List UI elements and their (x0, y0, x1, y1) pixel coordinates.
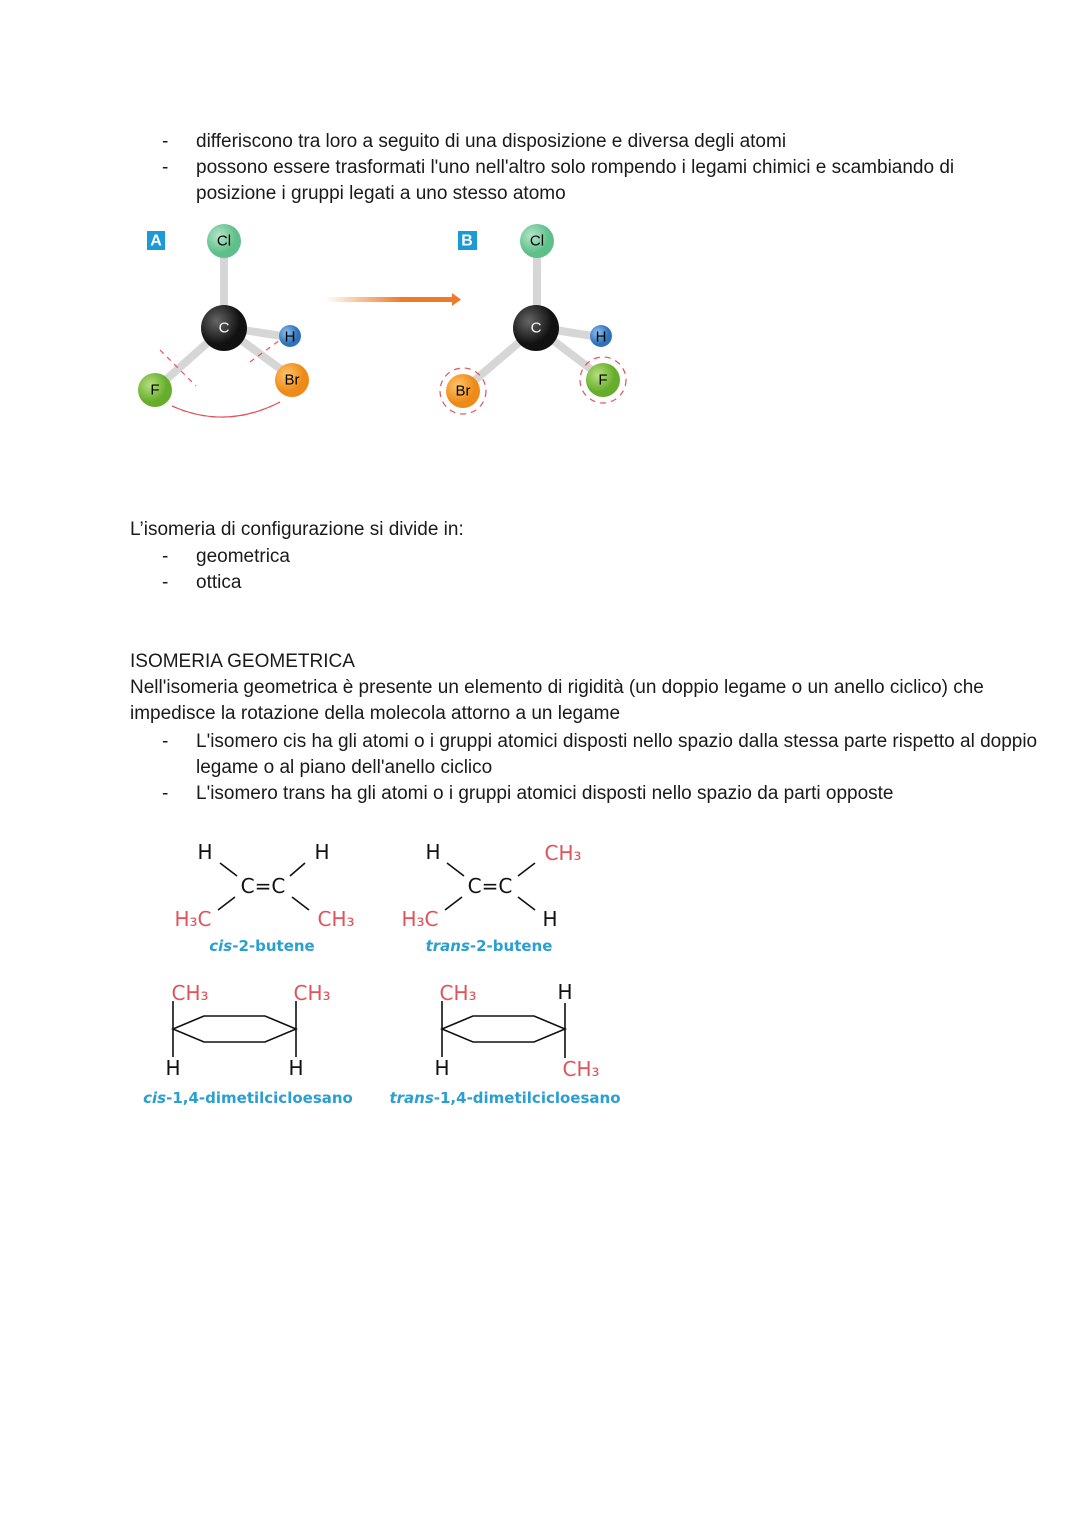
panel-b: B Cl C H F Br (439, 224, 627, 415)
bullet-dash: - (162, 131, 169, 152)
config-type-optical: ottica (196, 572, 242, 593)
atom-cl: Cl (530, 233, 544, 250)
caption: trans-2-butene (426, 937, 553, 955)
cis-2-butene: H H C=C H₃C CH₃ cis-2-butene (174, 840, 354, 955)
bullet-dash: - (162, 572, 169, 593)
cis-dimethylcyclohexane: CH₃ CH₃ H H cis-1,4-dimetilcicloesano (143, 981, 353, 1107)
substituent: H₃C (401, 907, 438, 931)
panel-a: A Cl C H Br F (138, 224, 309, 418)
section-heading: ISOMERIA GEOMETRICA (130, 651, 355, 672)
bullet-text: differiscono tra loro a seguito di una d… (196, 131, 787, 152)
paragraph-line: Nell'isomeria geometrica è presente un e… (130, 677, 984, 698)
atom-cl: Cl (217, 233, 231, 250)
panel-b-label: B (461, 233, 473, 250)
atom-c: C (219, 320, 230, 337)
atom-f: F (150, 382, 159, 399)
bullet-dash: - (162, 731, 169, 752)
substituent: H₃C (174, 907, 211, 931)
trans-2-butene: H CH₃ C=C H₃C H trans-2-butene (401, 840, 581, 955)
panel-a-badge (147, 231, 165, 250)
substituent: H (425, 840, 440, 864)
substituent: H (434, 1056, 449, 1080)
paragraph-line: impedisce la rotazione della molecola at… (130, 703, 621, 724)
trans-dimethylcyclohexane: CH₃ H H CH₃ trans-1,4-dimetilcicloesano (389, 980, 620, 1107)
substituent: CH₃ (544, 841, 581, 865)
atom-h: H (285, 329, 296, 346)
caption: cis-1,4-dimetilcicloesano (143, 1089, 353, 1107)
config-type-geometric: geometrica (196, 546, 290, 567)
atom-f: F (598, 372, 607, 389)
substituent: H (197, 840, 212, 864)
atom-h: H (596, 329, 607, 346)
substituent: CH₃ (171, 981, 208, 1005)
substituent: H (542, 907, 557, 931)
substituent: H (165, 1056, 180, 1080)
substituent: CH₃ (293, 981, 330, 1005)
bullet-dash: - (162, 546, 169, 567)
atom-c: C (531, 320, 542, 337)
atom-br: Br (285, 372, 300, 389)
cis-trans-figure: H H C=C H₃C CH₃ cis-2-butene H CH₃ C=C H… (143, 840, 620, 1107)
bullet-text-continued: posizione i gruppi legati a uno stesso a… (196, 183, 566, 204)
transform-arrow (325, 293, 461, 306)
double-bond: C=C (468, 874, 513, 898)
bullet-text-continued: legame o al piano dell'anello ciclico (196, 757, 493, 778)
config-intro: L’isomeria di configurazione si divide i… (130, 519, 464, 540)
substituent: H (314, 840, 329, 864)
bullet-dash: - (162, 783, 169, 804)
substituent: H (288, 1056, 303, 1080)
molecule-swap-figure: A Cl C H Br F B C (138, 224, 627, 418)
caption: trans-1,4-dimetilcicloesano (389, 1089, 620, 1107)
bullet-text: L'isomero cis ha gli atomi o i gruppi at… (196, 731, 1038, 752)
substituent: CH₃ (562, 1057, 599, 1081)
substituent: CH₃ (317, 907, 354, 931)
bullet-text: possono essere trasformati l'uno nell'al… (196, 157, 955, 178)
panel-b-badge (458, 231, 477, 250)
substituent: H (557, 980, 572, 1004)
substituent: CH₃ (439, 981, 476, 1005)
panel-a-label: A (150, 233, 162, 250)
bullet-text: L'isomero trans ha gli atomi o i gruppi … (196, 783, 894, 804)
double-bond: C=C (241, 874, 286, 898)
caption: cis-2-butene (209, 937, 314, 955)
atom-br: Br (456, 383, 471, 400)
bullet-dash: - (162, 157, 169, 178)
